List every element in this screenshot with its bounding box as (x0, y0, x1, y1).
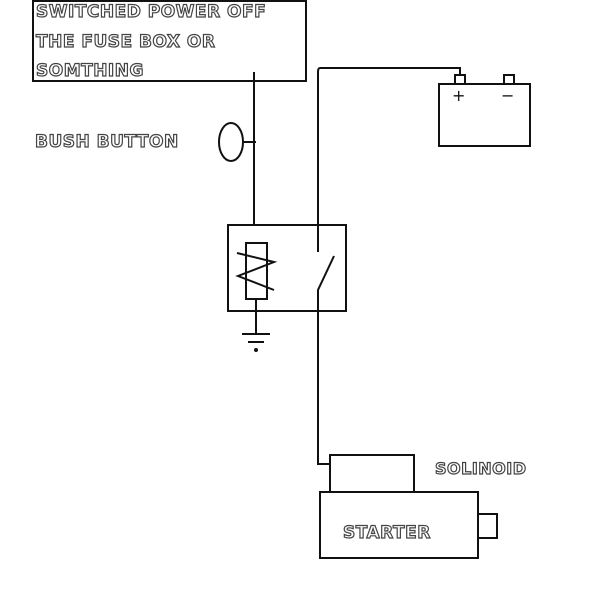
power-source-label-line3: SOMTHING (35, 60, 144, 81)
solenoid-box (329, 454, 415, 493)
starter-label: STARTER (342, 522, 431, 543)
relay-box (227, 224, 347, 312)
starter-shaft (477, 513, 498, 539)
battery-terminal-negative (503, 74, 515, 85)
ground-symbol (242, 333, 270, 343)
power-source-label-line1: SWITCHED POWER OFF (35, 1, 267, 22)
push-button-symbol (218, 122, 244, 162)
battery-terminal-positive (454, 74, 466, 85)
coil-winding (235, 252, 278, 291)
wire-battery-to-switch (317, 67, 461, 252)
battery-plus-sign: + (452, 86, 466, 105)
power-source-label-line2: THE FUSE BOX OR (35, 31, 216, 52)
push-button-label: BUSH BUTTON (34, 131, 179, 152)
relay-switch-contact (317, 255, 335, 465)
solenoid-label: SOLINOID (434, 458, 527, 478)
battery-minus-sign: − (501, 86, 515, 105)
ground-dot (254, 348, 258, 352)
battery-body (438, 83, 531, 147)
power-source-box (32, 0, 307, 82)
